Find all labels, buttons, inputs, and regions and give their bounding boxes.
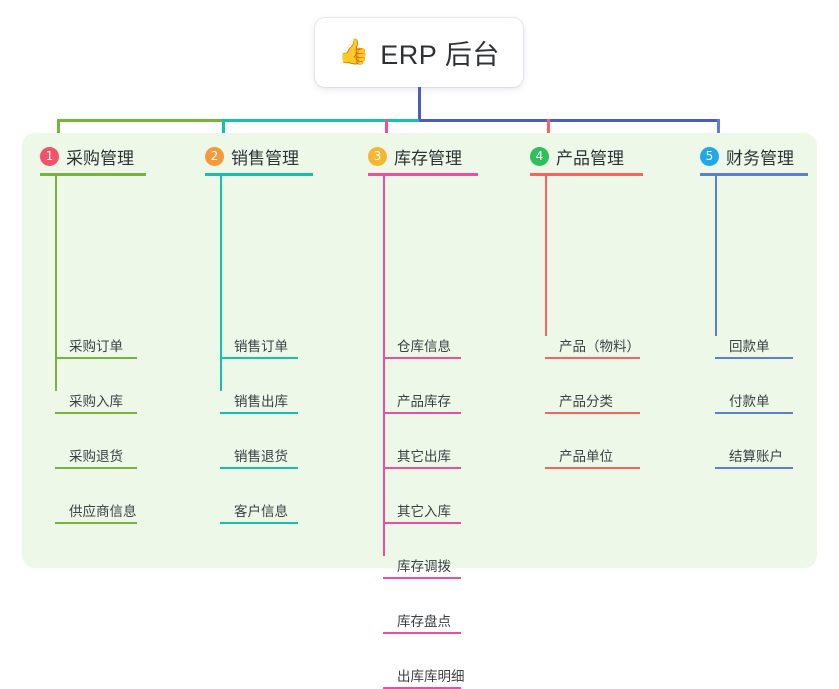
branch-title: 库存管理 <box>394 149 462 168</box>
branch-number-badge: 1 <box>40 147 59 166</box>
leaf-rule <box>383 357 461 359</box>
leaf-label[interactable]: 出库库明细 <box>397 669 465 684</box>
leaf-rule <box>383 412 461 414</box>
branch-rail <box>220 176 222 391</box>
mindmap-canvas: 👍 ERP 后台 1 采购管理采购订单采购入库采购退货供应商信息 2 销售管理销售订单… <box>22 18 817 689</box>
branch-number-badge: 4 <box>530 147 549 166</box>
leaf-rule <box>220 412 298 414</box>
branch-number-badge: 3 <box>368 147 387 166</box>
thumbs-up-icon: 👍 <box>338 38 370 66</box>
branch-number-badge: 2 <box>205 147 224 166</box>
leaf-label[interactable]: 采购入库 <box>69 394 123 409</box>
leaf-label[interactable]: 产品（物料） <box>559 339 640 354</box>
leaf-label[interactable]: 销售出库 <box>234 394 288 409</box>
leaf-label[interactable]: 销售退货 <box>234 449 288 464</box>
leaf-label[interactable]: 产品分类 <box>559 394 613 409</box>
leaf-label[interactable]: 付款单 <box>729 394 770 409</box>
branch-header-rule <box>368 173 478 176</box>
leaf-rule <box>55 357 137 359</box>
leaf-label[interactable]: 其它出库 <box>397 449 451 464</box>
branch-header-5[interactable]: 5 财务管理 <box>700 144 794 169</box>
branch-header-rule <box>40 173 146 176</box>
branch-title: 销售管理 <box>231 149 299 168</box>
leaf-rule <box>715 412 793 414</box>
leaf-rule <box>55 412 137 414</box>
branch-title: 财务管理 <box>726 149 794 168</box>
leaf-rule <box>55 467 137 469</box>
leaf-label[interactable]: 库存盘点 <box>397 614 451 629</box>
branch-header-2[interactable]: 2 销售管理 <box>205 144 299 169</box>
leaf-rule <box>383 577 461 579</box>
branch-rail <box>383 176 385 556</box>
leaf-rule <box>220 357 298 359</box>
leaf-label[interactable]: 采购退货 <box>69 449 123 464</box>
leaf-label[interactable]: 库存调拨 <box>397 559 451 574</box>
branch-rail <box>715 176 717 336</box>
leaf-label[interactable]: 其它入库 <box>397 504 451 519</box>
leaf-rule <box>220 522 298 524</box>
leaf-rule <box>715 357 793 359</box>
branch-title: 采购管理 <box>66 149 134 168</box>
branch-header-rule <box>700 173 808 176</box>
bus-segment-1 <box>58 119 225 122</box>
leaf-label[interactable]: 回款单 <box>729 339 770 354</box>
leaf-rule <box>383 522 461 524</box>
leaf-rule <box>220 467 298 469</box>
leaf-label[interactable]: 客户信息 <box>234 504 288 519</box>
leaf-label[interactable]: 供应商信息 <box>69 504 137 519</box>
leaf-label[interactable]: 产品单位 <box>559 449 613 464</box>
bus-segment-3 <box>419 119 720 122</box>
leaf-label[interactable]: 结算账户 <box>729 449 783 464</box>
root-node-title: ERP 后台 <box>380 40 500 70</box>
branch-title: 产品管理 <box>556 149 624 168</box>
branch-header-rule <box>530 173 643 176</box>
root-node-erp-backend[interactable]: 👍 ERP 后台 <box>315 18 523 87</box>
branch-rail <box>55 176 57 391</box>
branch-header-3[interactable]: 3 库存管理 <box>368 144 462 169</box>
leaf-rule <box>383 467 461 469</box>
leaf-label[interactable]: 仓库信息 <box>397 339 451 354</box>
leaf-rule <box>545 467 640 469</box>
leaf-label[interactable]: 产品库存 <box>397 394 451 409</box>
branch-header-4[interactable]: 4 产品管理 <box>530 144 624 169</box>
leaf-rule <box>715 467 793 469</box>
leaf-rule <box>383 632 461 634</box>
leaf-label[interactable]: 采购订单 <box>69 339 123 354</box>
branch-header-1[interactable]: 1 采购管理 <box>40 144 134 169</box>
branch-header-rule <box>205 173 313 176</box>
leaf-rule <box>55 522 137 524</box>
leaf-label[interactable]: 销售订单 <box>234 339 288 354</box>
branches-panel <box>22 133 817 568</box>
branch-number-badge: 5 <box>700 147 719 166</box>
leaf-rule <box>545 412 640 414</box>
bus-segment-2 <box>223 119 421 122</box>
branch-rail <box>545 176 547 336</box>
leaf-rule <box>545 357 640 359</box>
root-stem-line <box>418 87 421 121</box>
